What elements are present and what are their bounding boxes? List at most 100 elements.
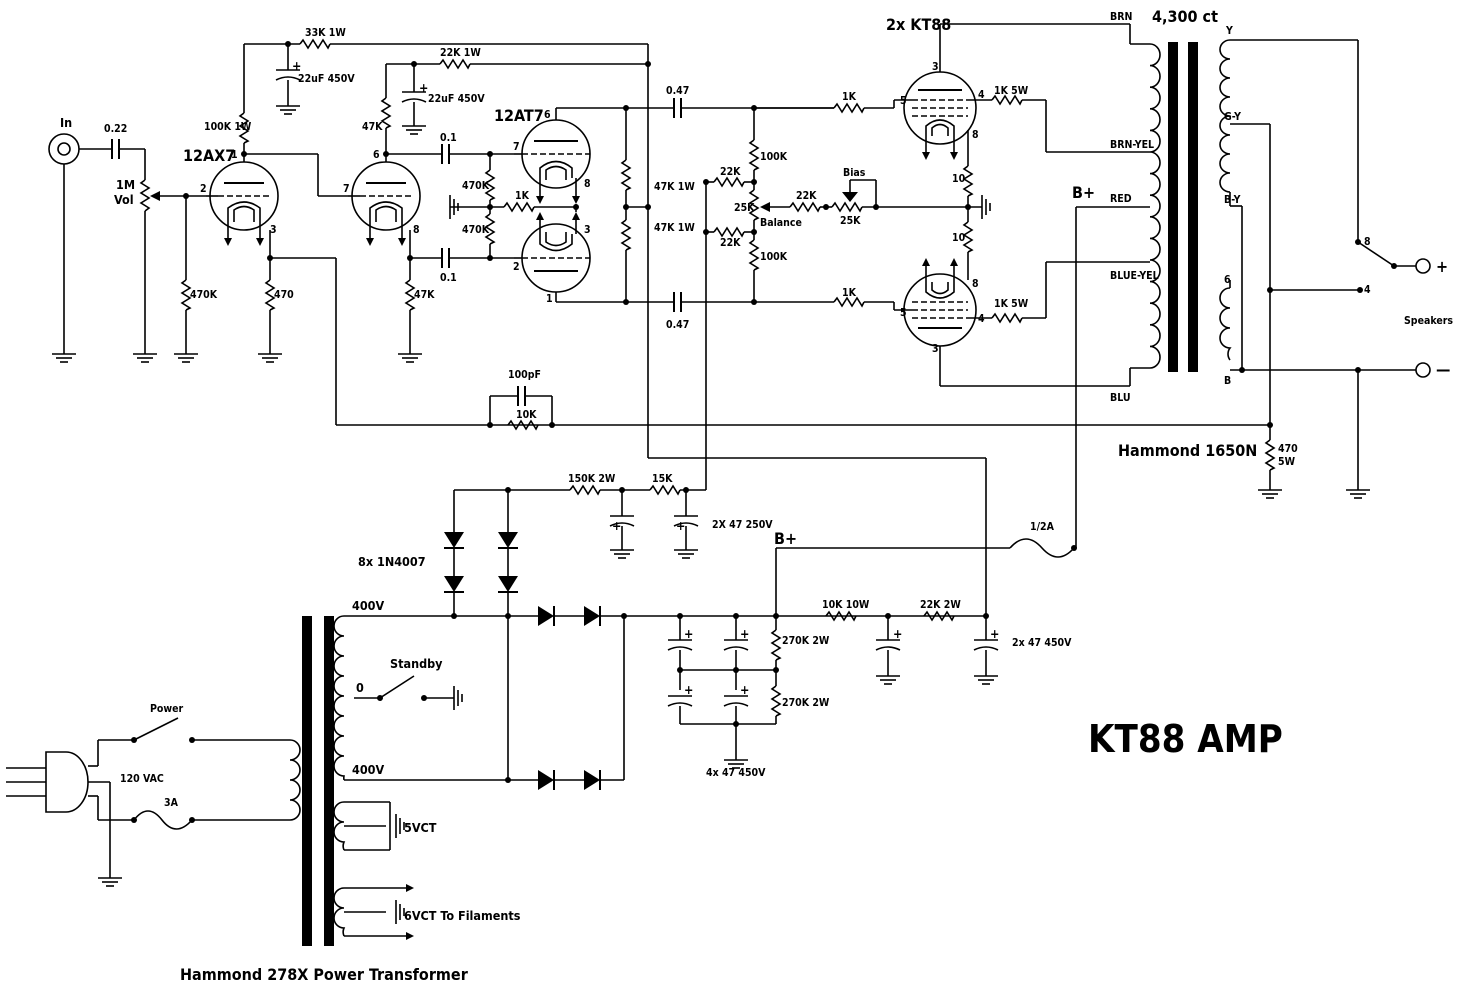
- r100k-a-label: 100K: [760, 151, 788, 163]
- power-transformer-label: Hammond 278X Power Transformer: [180, 965, 469, 984]
- power-switch-icon[interactable]: [131, 717, 195, 743]
- r1k5w-a-label: 1K 5W: [994, 85, 1029, 97]
- red-label: RED: [1110, 193, 1132, 205]
- pin-label: 1: [231, 149, 238, 161]
- blue-yel-label: BLUE-YEL: [1110, 270, 1159, 282]
- mains-input: Power 120 VAC 3A: [6, 703, 195, 887]
- power-label: Power: [150, 703, 184, 715]
- pin-label: 2: [200, 183, 207, 195]
- r1k-g2-label: 1K: [842, 287, 857, 299]
- r1k-mid-label: 1K: [515, 190, 530, 202]
- v5ct-label: 5VCT: [404, 820, 437, 835]
- tube-kt88-label: 2x KT88: [886, 15, 951, 34]
- polarity-plus: +: [612, 518, 621, 533]
- c01-b-label: 0.1: [440, 272, 457, 284]
- power-transformer: 400V 400V 0 Standby 5VCT: [180, 598, 521, 984]
- r470k-grid-label: 470K: [190, 289, 218, 301]
- bias-pot-icon[interactable]: [831, 192, 863, 212]
- speaker-plus-terminal-icon[interactable]: [1415, 258, 1431, 274]
- r25k-bias-label: 25K: [840, 215, 861, 227]
- r10-a-label: 10: [952, 173, 966, 185]
- pin-label: 7: [343, 183, 350, 195]
- polarity-plus: +: [740, 626, 749, 641]
- r47k1w-a-label: 47K 1W: [654, 181, 695, 193]
- r470k-a-label: 470K: [462, 180, 490, 192]
- output-ct-label: 4,300 ct: [1152, 7, 1218, 26]
- r22k-bias-label: 22K: [796, 190, 817, 202]
- pin-label: 2: [513, 261, 520, 273]
- pin-label: 8: [413, 224, 420, 236]
- diode-bridge-icon: [443, 531, 601, 791]
- r22k-b-label: 22K: [720, 237, 741, 249]
- c2x47-250-label: 2X 47 250V: [712, 519, 773, 531]
- bplus-b-label: B+: [774, 529, 797, 548]
- r10-b-label: 10: [952, 232, 966, 244]
- pin-label: 1: [546, 293, 553, 305]
- fuse-icon: [133, 810, 193, 830]
- polarity-plus: +: [676, 518, 685, 533]
- volume-pot-icon[interactable]: [139, 149, 160, 344]
- phase-splitter: 12AT7 6 7 8 3 2 1 47K 1W 47K 1W 0.47 0.4…: [494, 44, 834, 458]
- output-transformer: 4,300 ct BRN BRN-YEL RED BLUE-YEL BLU B+…: [336, 7, 1453, 548]
- standby-switch-icon[interactable]: [354, 675, 463, 710]
- core-bar: [324, 616, 334, 946]
- sec-gy-label: G-Y: [1224, 111, 1241, 123]
- pin-label: 4: [978, 89, 985, 101]
- r22k-a-label: 22K: [720, 166, 741, 178]
- output-stage: 2x KT88 3 5 4 8 1K 5W 10 10: [886, 15, 1150, 387]
- bias-label: Bias: [843, 167, 866, 179]
- sec-by-label: B-Y: [1224, 194, 1241, 206]
- c2x47-450-label: 2x 47 450V: [1012, 637, 1072, 649]
- sec-b-label: B: [1224, 375, 1231, 387]
- pin-label: 5: [900, 307, 907, 319]
- r270k-a-label: 270K 2W: [782, 635, 830, 647]
- r10k10w-label: 10K 10W: [822, 599, 870, 611]
- r470k-b-label: 470K: [462, 224, 490, 236]
- tap-8-label: 8: [1364, 236, 1371, 248]
- balance-pot-icon[interactable]: [749, 189, 770, 221]
- polarity-plus: +: [893, 626, 902, 641]
- r150k-label: 150K 2W: [568, 473, 616, 485]
- speaker-minus-terminal-icon[interactable]: [1415, 362, 1431, 378]
- tube-12ax7-icon: [206, 161, 279, 246]
- r22k2w-label: 22K 2W: [920, 599, 961, 611]
- balance-label: Balance: [760, 217, 802, 229]
- tap-4-label: 4: [1364, 284, 1371, 296]
- sec-y-label: Y: [1225, 25, 1233, 37]
- c047-b-label: 0.47: [666, 319, 689, 331]
- input-stage: In 0.22 1M Vol 470K: [48, 27, 648, 425]
- v400a-label: 400V: [352, 598, 384, 613]
- sec-6-label: 6: [1224, 274, 1231, 286]
- tube-kt88-a-icon: [903, 71, 977, 160]
- feedback-network: 100pF 10K: [487, 369, 555, 430]
- pin-label: 3: [932, 343, 939, 355]
- c22uf-b-label: 22uF 450V: [428, 93, 485, 105]
- r47k-bot-label: 47K: [414, 289, 435, 301]
- c01-a-label: 0.1: [440, 132, 457, 144]
- tube-12ax7-label: 12AX7: [183, 146, 235, 165]
- input-cap-label: 0.22: [104, 123, 127, 135]
- r100k-b-label: 100K: [760, 251, 788, 263]
- pin-label: 8: [972, 278, 979, 290]
- core-bar: [302, 616, 312, 946]
- bias-network: 100K 25K Balance 100K 22K 22K 22K: [703, 91, 991, 490]
- r1k-g1-label: 1K: [842, 91, 857, 103]
- speaker-minus-label: —: [1436, 360, 1450, 379]
- pin-label: 3: [270, 224, 277, 236]
- brn-label: BRN: [1110, 11, 1132, 23]
- r47k-top-label: 47K: [362, 121, 383, 133]
- speaker-tap-switch-icon[interactable]: [1357, 241, 1416, 269]
- polarity-plus: +: [292, 58, 301, 73]
- blu-label: BLU: [1110, 392, 1131, 404]
- c22uf-a-label: 22uF 450V: [298, 73, 355, 85]
- r25k-bal-label: 25K: [734, 202, 755, 214]
- vol-label-2: Vol: [114, 192, 134, 207]
- standby-label: Standby: [390, 656, 443, 671]
- polarity-plus: +: [990, 626, 999, 641]
- polarity-plus: +: [419, 80, 428, 95]
- fuse-3a-label: 3A: [164, 797, 179, 809]
- speaker-plus-label: +: [1436, 257, 1448, 276]
- r100k1w-label: 100K 1W: [204, 121, 252, 133]
- tube-12at7-label: 12AT7: [494, 106, 544, 125]
